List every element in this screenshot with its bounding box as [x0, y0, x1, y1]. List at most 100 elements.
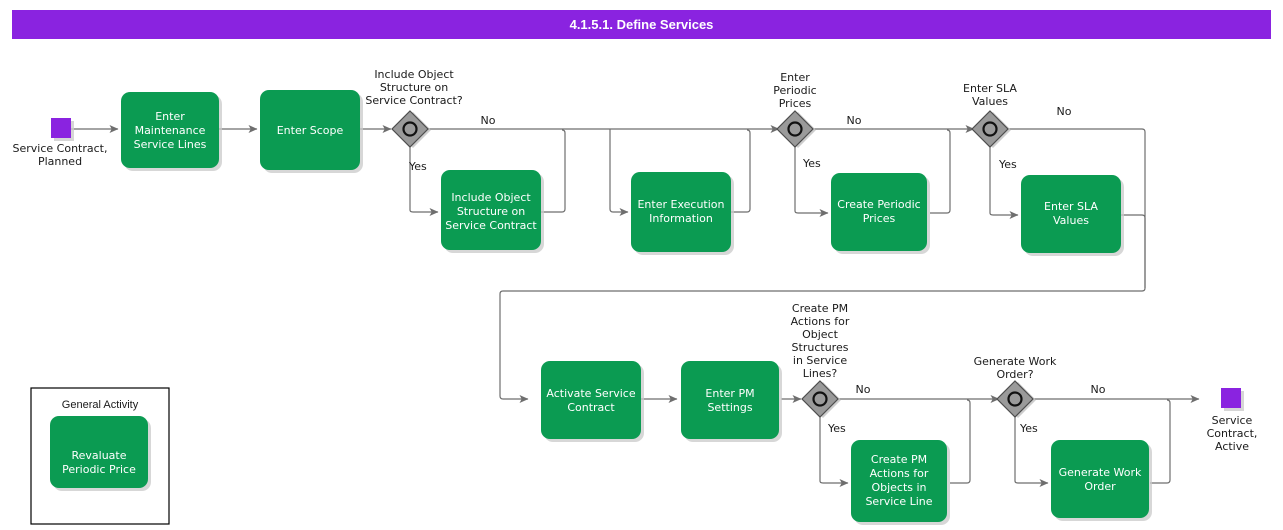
gateway-no-label: No [856, 383, 871, 396]
gateway-caption-line1: Enter [780, 71, 810, 84]
page-title: 4.1.5.1. Define Services [569, 17, 714, 32]
activity-label-line2: Prices [863, 212, 896, 225]
end-event-square [1221, 388, 1241, 408]
legend-sample-line2: Periodic Price [62, 463, 136, 476]
activity-label-line1: Enter SLA [1044, 200, 1098, 213]
gateway-caption-line1: Include Object [374, 68, 454, 81]
gateway-no-label: No [1091, 383, 1106, 396]
activity-label-line2: Information [649, 212, 713, 225]
activity-label-line2: Actions for [870, 467, 929, 480]
activity-enter-scope[interactable]: Enter Scope [260, 90, 363, 173]
activity-label-line3: Service Lines [134, 138, 207, 151]
activity-box [681, 361, 779, 439]
activity-label-line3: Objects in [871, 481, 926, 494]
gateway-no-label: No [481, 114, 496, 127]
activity-label-line1: Create PM [871, 453, 927, 466]
activity-box [441, 170, 541, 250]
activity-label-line1: Enter Execution [637, 198, 724, 211]
activity-box [541, 361, 641, 439]
activity-activate-service-contract[interactable]: Activate Service Contract [541, 361, 644, 442]
edge-include-object-merge [541, 129, 566, 213]
end-event-caption-line1: Service [1212, 414, 1253, 427]
edge-gw2-yes [794, 147, 829, 217]
gateway-yes-label: Yes [802, 157, 821, 170]
activity-include-object-structure-on-service-contract[interactable]: Include Object Structure on Service Cont… [441, 170, 544, 253]
gateway-yes-label: Yes [827, 422, 846, 435]
edge-gw4-yes [819, 417, 849, 487]
activity-label-line4: Service Line [865, 495, 932, 508]
gateway-no-label: No [1057, 105, 1072, 118]
gateway-no-label: No [847, 114, 862, 127]
activity-label-line2: Contract [567, 401, 615, 414]
gateway-caption-line2: Values [972, 95, 1008, 108]
gateway-circle-icon [787, 121, 803, 137]
activity-box [831, 173, 927, 251]
activity-enter-maintenance-service-lines[interactable]: Enter Maintenance Service Lines [121, 92, 222, 171]
edge-create-pm-actions-merge [950, 399, 971, 484]
gateway-caption-line3: Prices [779, 97, 812, 110]
gateway-yes-label: Yes [408, 160, 427, 173]
legend-sample-box [50, 416, 148, 488]
activity-enter-execution-information[interactable]: Enter Execution Information [631, 172, 734, 255]
edge-sla-values-merge [1121, 214, 1146, 288]
activity-create-pm-actions-for-objects-in-service-line[interactable]: Create PM Actions for Objects in Service… [851, 440, 950, 525]
end-event-caption-line3: Active [1215, 440, 1249, 453]
gateway-caption-line5: in Service [793, 354, 847, 367]
activity-label-line2: Settings [707, 401, 752, 414]
gateway-generate-work-order[interactable]: Generate Work Order? No Yes [974, 355, 1106, 435]
gateway-caption-line1: Create PM [792, 302, 848, 315]
activity-generate-work-order[interactable]: Generate Work Order [1051, 440, 1152, 521]
gateway-circle-icon [1007, 391, 1023, 407]
legend-title: General Activity [62, 399, 139, 411]
activity-create-periodic-prices[interactable]: Create Periodic Prices [831, 173, 930, 254]
gateway-create-pm-actions[interactable]: Create PM Actions for Object Structures … [791, 302, 871, 435]
activity-label-line1: Include Object [451, 191, 531, 204]
activity-box [631, 172, 731, 252]
gateway-caption-line6: Lines? [803, 367, 838, 380]
edge-gw1-yes [409, 147, 439, 216]
edge-periodic-prices-merge [930, 129, 951, 214]
gateway-enter-periodic-prices[interactable]: Enter Periodic Prices No Yes [773, 71, 861, 170]
gateway-caption-line1: Enter SLA [963, 82, 1017, 95]
start-event-square [51, 118, 71, 138]
activity-label-line1: Activate Service [546, 387, 635, 400]
activity-label-line3: Service Contract [445, 219, 537, 232]
activity-box [1021, 175, 1121, 253]
activity-enter-pm-settings[interactable]: Enter PM Settings [681, 361, 782, 442]
activity-label-line2: Values [1053, 214, 1089, 227]
gateway-circle-icon [402, 121, 418, 137]
gateway-caption-line2: Periodic [773, 84, 816, 97]
gateway-caption-line3: Object [802, 328, 839, 341]
gateway-include-object-structure[interactable]: Include Object Structure on Service Cont… [365, 68, 495, 173]
activity-box [851, 440, 947, 522]
activity-label-line2: Order [1084, 480, 1116, 493]
activity-label-line2: Structure on [457, 205, 525, 218]
activity-label-line1: Create Periodic [837, 198, 920, 211]
gateway-yes-label: Yes [998, 158, 1017, 171]
activity-label-line1: Enter Scope [277, 124, 344, 137]
start-event-caption-line1: Service Contract, [13, 142, 108, 155]
activity-enter-sla-values[interactable]: Enter SLA Values [1021, 175, 1124, 256]
edge-generate-work-order-merge [1150, 399, 1171, 484]
gateway-circle-icon [982, 121, 998, 137]
activity-box [260, 90, 360, 170]
gateway-enter-sla-values[interactable]: Enter SLA Values No Yes [963, 82, 1072, 171]
gateway-caption-line4: Structures [792, 341, 849, 354]
edge-gw3-no-wrap [499, 128, 1146, 403]
edge-spine-to-execution-info [609, 128, 629, 216]
gateway-circle-icon [812, 391, 828, 407]
edge-gw5-yes [1014, 417, 1049, 487]
start-event[interactable]: Service Contract, Planned [13, 118, 108, 168]
activity-box [121, 92, 219, 168]
gateway-caption-line1: Generate Work [974, 355, 1057, 368]
start-event-caption-line2: Planned [38, 155, 82, 168]
gateway-yes-label: Yes [1019, 422, 1038, 435]
edge-execution-info-merge [731, 129, 751, 213]
connector-layer [71, 125, 1200, 487]
end-event[interactable]: Service Contract, Active [1207, 388, 1258, 453]
gateway-caption-line2: Structure on [380, 81, 448, 94]
gateway-caption-line2: Order? [996, 368, 1033, 381]
gateway-caption-line2: Actions for [791, 315, 850, 328]
